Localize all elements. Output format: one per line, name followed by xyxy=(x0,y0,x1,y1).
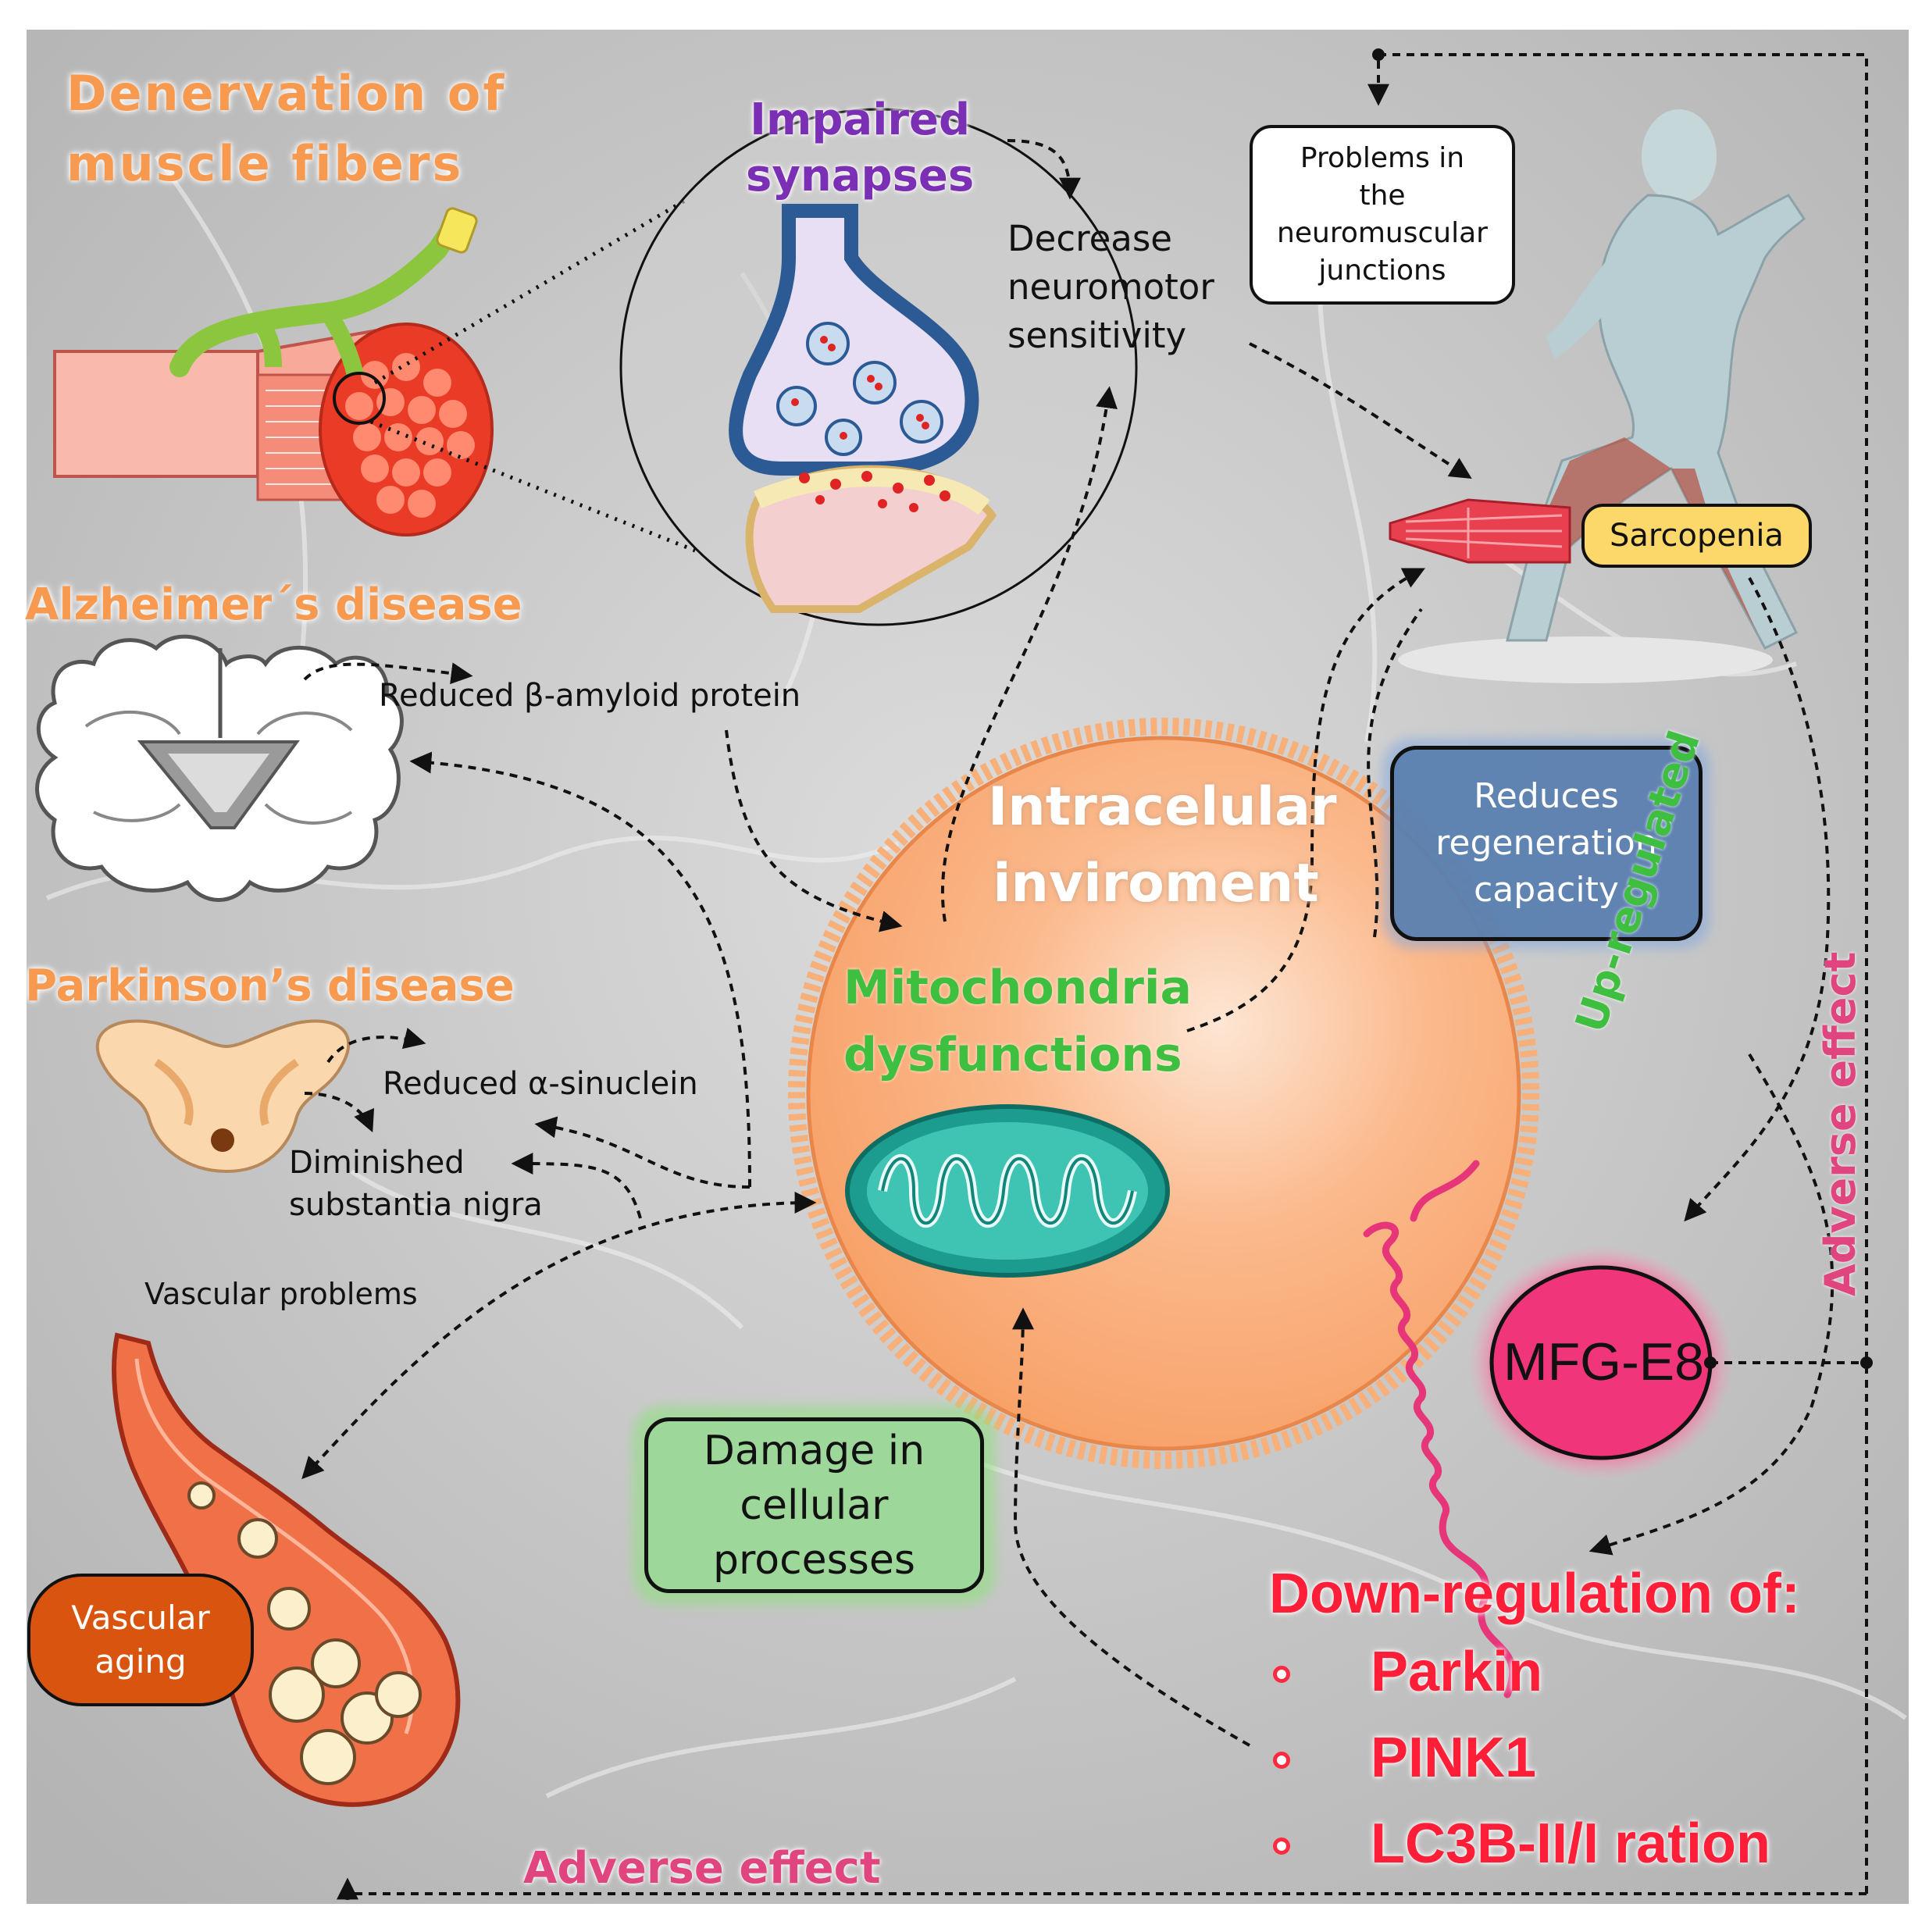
downregulation-title: Down-regulation of: xyxy=(1269,1563,1800,1625)
sarcopenia-box: Sarcopenia xyxy=(1581,504,1812,568)
vascular-problems-label: Vascular problems xyxy=(144,1277,418,1311)
regen-line-3: capacity xyxy=(1474,870,1619,910)
reduced-amyloid-label: Reduced β-amyloid protein xyxy=(379,678,801,714)
alzheimers-title: Alzheimer´s disease xyxy=(25,579,522,630)
problems-line-1: Problems in xyxy=(1300,142,1465,174)
mitochondria-label: Mitochondria dysfunctions xyxy=(843,954,1192,1089)
mitochondrion-illustration xyxy=(845,1104,1170,1278)
damage-line-2: cellular xyxy=(740,1481,889,1529)
damage-line-1: Damage in xyxy=(703,1427,925,1474)
regen-line-1: Reduces xyxy=(1474,776,1619,816)
decrease-line-2: neuromotor xyxy=(1007,266,1214,308)
decrease-line-3: sensitivity xyxy=(1007,315,1187,356)
regen-line-2: regeneration xyxy=(1435,823,1657,863)
vascular-aging-line-2: aging xyxy=(94,1642,187,1681)
synapse-illustration xyxy=(619,108,1138,626)
downreg-item-lc3b: LC3B-II/I ration xyxy=(1371,1813,1771,1875)
downreg-item-parkin: Parkin xyxy=(1371,1641,1543,1703)
impaired-synapses-line-2: synapses xyxy=(746,151,975,201)
downreg-bullet-2 xyxy=(1273,1752,1290,1769)
problems-line-4: junctions xyxy=(1318,255,1446,287)
vascular-aging-box: Vascular aging xyxy=(27,1574,254,1706)
downreg-item-pink1: PINK1 xyxy=(1371,1727,1537,1789)
blood-vessel-illustration xyxy=(112,1332,461,1807)
parkinsons-title: Parkinson’s disease xyxy=(25,961,515,1011)
midbrain-illustration xyxy=(95,1019,351,1174)
reduced-sinuclein-label: Reduced α-sinuclein xyxy=(383,1066,698,1102)
downreg-bullet-3 xyxy=(1273,1838,1290,1855)
brain-illustration xyxy=(35,634,404,902)
connector-dots xyxy=(341,48,1873,1900)
intracellular-label: Intracelular inviroment xyxy=(988,769,1337,922)
intracellular-line-2: inviroment xyxy=(993,853,1319,914)
denervation-line-1: Denervation of xyxy=(66,65,507,122)
impaired-synapses-line-1: Impaired xyxy=(750,94,971,145)
muscle-bundle xyxy=(1389,498,1571,564)
mitochondria-line-1: Mitochondria xyxy=(843,961,1192,1015)
protein-coil-illustration xyxy=(1363,1160,1517,1699)
sarcopenia-label: Sarcopenia xyxy=(1610,518,1784,554)
denervation-line-2: muscle fibers xyxy=(66,135,464,192)
adverse-effect-right: Adverse effect xyxy=(1816,951,1865,1296)
intracellular-line-1: Intracelular xyxy=(988,776,1337,838)
damage-line-3: processes xyxy=(713,1536,915,1584)
problems-nmj-box: Problems in the neuromuscular junctions xyxy=(1250,125,1515,305)
muscle-fiber-illustration xyxy=(53,197,696,553)
mfg-e8-label: MFG-E8 xyxy=(1503,1332,1704,1392)
denervation-title: Denervation of muscle fibers xyxy=(66,59,506,199)
decrease-sensitivity-label: Decrease neuromotor sensitivity xyxy=(1007,215,1214,360)
decrease-line-1: Decrease xyxy=(1007,218,1172,259)
downreg-bullet-1 xyxy=(1273,1666,1290,1683)
adverse-effect-bottom: Adverse effect xyxy=(523,1843,881,1894)
problems-line-3: neuromuscular xyxy=(1277,217,1488,249)
diminished-line-2: substantia nigra xyxy=(289,1187,543,1223)
reduces-regeneration-box: Reduces regeneration capacity xyxy=(1390,746,1703,941)
mitochondria-line-2: dysfunctions xyxy=(843,1028,1182,1082)
impaired-synapses-label: Impaired synapses xyxy=(746,92,974,205)
problems-line-2: the xyxy=(1359,180,1406,212)
vascular-aging-line-1: Vascular xyxy=(71,1599,210,1637)
damage-cellular-box: Damage in cellular processes xyxy=(644,1417,984,1593)
diminished-line-1: Diminished xyxy=(289,1145,465,1181)
diminished-nigra-label: Diminished substantia nigra xyxy=(289,1142,543,1226)
